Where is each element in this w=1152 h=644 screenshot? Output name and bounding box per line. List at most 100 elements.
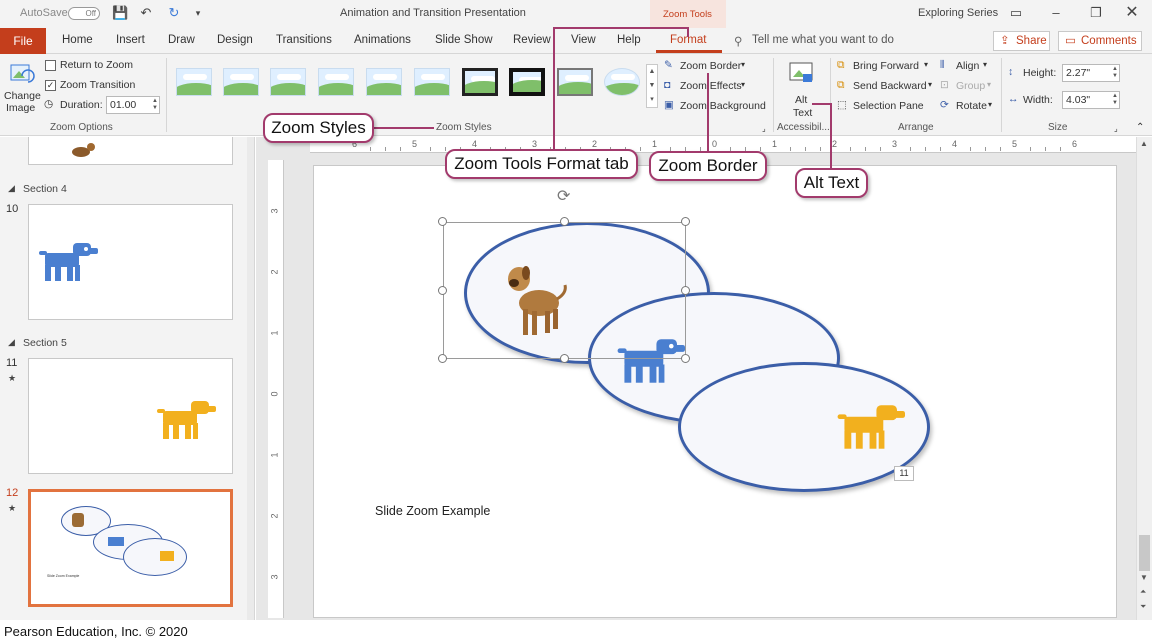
slide-thumbnail-9[interactable] <box>28 137 233 165</box>
slide-thumbnail-12[interactable]: Slide Zoom Example <box>28 489 233 607</box>
zoom-style-1[interactable] <box>176 68 212 96</box>
scroll-up-icon[interactable]: ▲ <box>1140 139 1148 148</box>
maximize-icon[interactable]: ❐ <box>1090 5 1102 20</box>
rotate-button[interactable]: Rotate <box>956 100 987 112</box>
resize-handle[interactable] <box>681 354 690 363</box>
section-collapse-icon[interactable]: ◢ <box>8 183 15 193</box>
tab-animations[interactable]: Animations <box>354 34 411 46</box>
scroll-down-icon[interactable]: ▼ <box>1140 573 1148 582</box>
resize-handle[interactable] <box>681 217 690 226</box>
chevron-down-icon[interactable]: ▾ <box>987 80 992 89</box>
section-5-header[interactable]: Section 5 <box>23 337 67 349</box>
autosave-toggle[interactable]: Off <box>68 7 100 20</box>
send-backward-button[interactable]: Send Backward <box>853 80 927 92</box>
dialog-launcher-icon[interactable]: ⌟ <box>1114 124 1118 133</box>
slide-number-tag: 11 <box>894 466 914 481</box>
zoom-border-button[interactable]: Zoom Border <box>680 60 742 72</box>
zoom-style-6[interactable] <box>414 68 450 96</box>
slide-canvas[interactable]: 11 ⟳ Slide Zoom Example <box>313 165 1117 618</box>
minimize-icon[interactable]: – <box>1052 5 1060 20</box>
resize-handle[interactable] <box>560 217 569 226</box>
selection-pane-button[interactable]: Selection Pane <box>853 100 924 112</box>
section-4-header[interactable]: Section 4 <box>23 183 67 195</box>
width-input[interactable]: 4.03" ▲▼ <box>1062 91 1120 109</box>
zoom-style-8[interactable] <box>509 68 545 96</box>
chevron-down-icon[interactable]: ▾ <box>983 60 988 69</box>
width-spinner[interactable]: ▲▼ <box>1112 93 1118 106</box>
callout-zoom-styles: Zoom Styles <box>263 113 374 143</box>
share-button[interactable]: ⇪ Share <box>993 31 1050 51</box>
resize-handle[interactable] <box>560 354 569 363</box>
ribbon-display-icon[interactable]: ▭ <box>1009 5 1023 20</box>
slide-thumbnail-10[interactable] <box>28 204 233 320</box>
resize-handle[interactable] <box>681 286 690 295</box>
tab-draw[interactable]: Draw <box>168 34 195 46</box>
collapse-ribbon-icon[interactable]: ⌃ <box>1136 122 1145 133</box>
tab-file[interactable]: File <box>0 28 46 54</box>
zoom-style-10[interactable] <box>604 68 640 96</box>
next-slide-icon[interactable]: ⏷ <box>1140 602 1147 611</box>
tab-format[interactable]: Format <box>670 34 707 46</box>
tab-insert[interactable]: Insert <box>116 34 145 46</box>
resize-handle[interactable] <box>438 286 447 295</box>
tab-design[interactable]: Design <box>217 34 253 46</box>
previous-slide-icon[interactable]: ⏶ <box>1140 587 1147 596</box>
alt-text-button[interactable]: Alt Text <box>786 60 818 119</box>
save-icon[interactable]: 💾 <box>112 5 129 20</box>
zoom-background-icon: ▣ <box>664 99 674 111</box>
panel-scrollbar[interactable] <box>247 137 254 620</box>
resize-handle[interactable] <box>438 354 447 363</box>
zoom-style-7[interactable] <box>462 68 498 96</box>
gallery-scroll[interactable]: ▲▼▾ <box>646 64 658 108</box>
duration-spinner[interactable]: ▲▼ <box>152 98 158 111</box>
ruler-tick-label: 1 <box>772 139 778 149</box>
return-to-zoom-checkbox[interactable] <box>45 60 56 71</box>
zoom-style-9[interactable] <box>557 68 593 96</box>
tab-view[interactable]: View <box>571 34 596 46</box>
chevron-down-icon[interactable]: ▾ <box>988 100 993 109</box>
align-button[interactable]: Align <box>956 60 980 72</box>
share-label: Share <box>1016 35 1047 47</box>
zoom-style-2[interactable] <box>223 68 259 96</box>
undo-icon[interactable]: ↶ <box>140 5 152 20</box>
change-image-button[interactable]: Change Image <box>4 60 42 116</box>
zoom-background-button[interactable]: Zoom Background <box>680 100 766 112</box>
zoom-transition-checkbox[interactable]: ✓ <box>45 80 56 91</box>
height-spinner[interactable]: ▲▼ <box>1112 66 1118 79</box>
section-collapse-icon[interactable]: ◢ <box>8 337 15 347</box>
bring-forward-button[interactable]: Bring Forward <box>853 60 919 72</box>
chevron-down-icon[interactable]: ▾ <box>741 80 746 89</box>
group-button[interactable]: Group <box>956 80 986 92</box>
tell-me-input[interactable]: Tell me what you want to do <box>752 34 894 46</box>
close-icon[interactable]: ✕ <box>1125 4 1139 21</box>
ruler-tick-mark <box>400 147 401 151</box>
zoom-oval-yellow-dog[interactable] <box>678 362 930 492</box>
chevron-down-icon[interactable]: ▾ <box>928 80 933 89</box>
zoom-effects-button[interactable]: Zoom Effects <box>680 80 742 92</box>
redo-icon[interactable]: ↻ <box>168 5 180 20</box>
vertical-scrollbar[interactable]: ▲ ▼ ⏶ ⏷ <box>1136 137 1152 620</box>
comments-button[interactable]: ▭ Comments <box>1058 31 1142 51</box>
rotate-handle-icon[interactable]: ⟳ <box>557 188 571 205</box>
tab-help[interactable]: Help <box>617 34 641 46</box>
height-input[interactable]: 2.27" ▲▼ <box>1062 64 1120 82</box>
duration-input[interactable]: 01.00 ▲▼ <box>106 96 160 114</box>
customize-toolbar-icon[interactable]: ▾ <box>195 8 201 18</box>
slide-thumbnail-11[interactable] <box>28 358 233 474</box>
tab-transitions[interactable]: Transitions <box>276 34 332 46</box>
zoom-style-3[interactable] <box>270 68 306 96</box>
mini-blue-dog <box>108 537 124 546</box>
zoom-styles-gallery[interactable] <box>172 54 644 120</box>
resize-handle[interactable] <box>438 217 447 226</box>
ruler-tick-mark <box>820 147 821 151</box>
dialog-launcher-icon[interactable]: ⌟ <box>762 124 766 133</box>
scroll-thumb[interactable] <box>1139 535 1150 571</box>
slide-caption[interactable]: Slide Zoom Example <box>375 504 491 518</box>
zoom-style-5[interactable] <box>366 68 402 96</box>
tab-slide-show[interactable]: Slide Show <box>435 34 493 46</box>
chevron-down-icon[interactable]: ▾ <box>924 60 929 69</box>
tab-home[interactable]: Home <box>62 34 93 46</box>
zoom-style-4[interactable] <box>318 68 354 96</box>
chevron-down-icon[interactable]: ▾ <box>741 60 746 69</box>
tab-review[interactable]: Review <box>513 34 551 46</box>
